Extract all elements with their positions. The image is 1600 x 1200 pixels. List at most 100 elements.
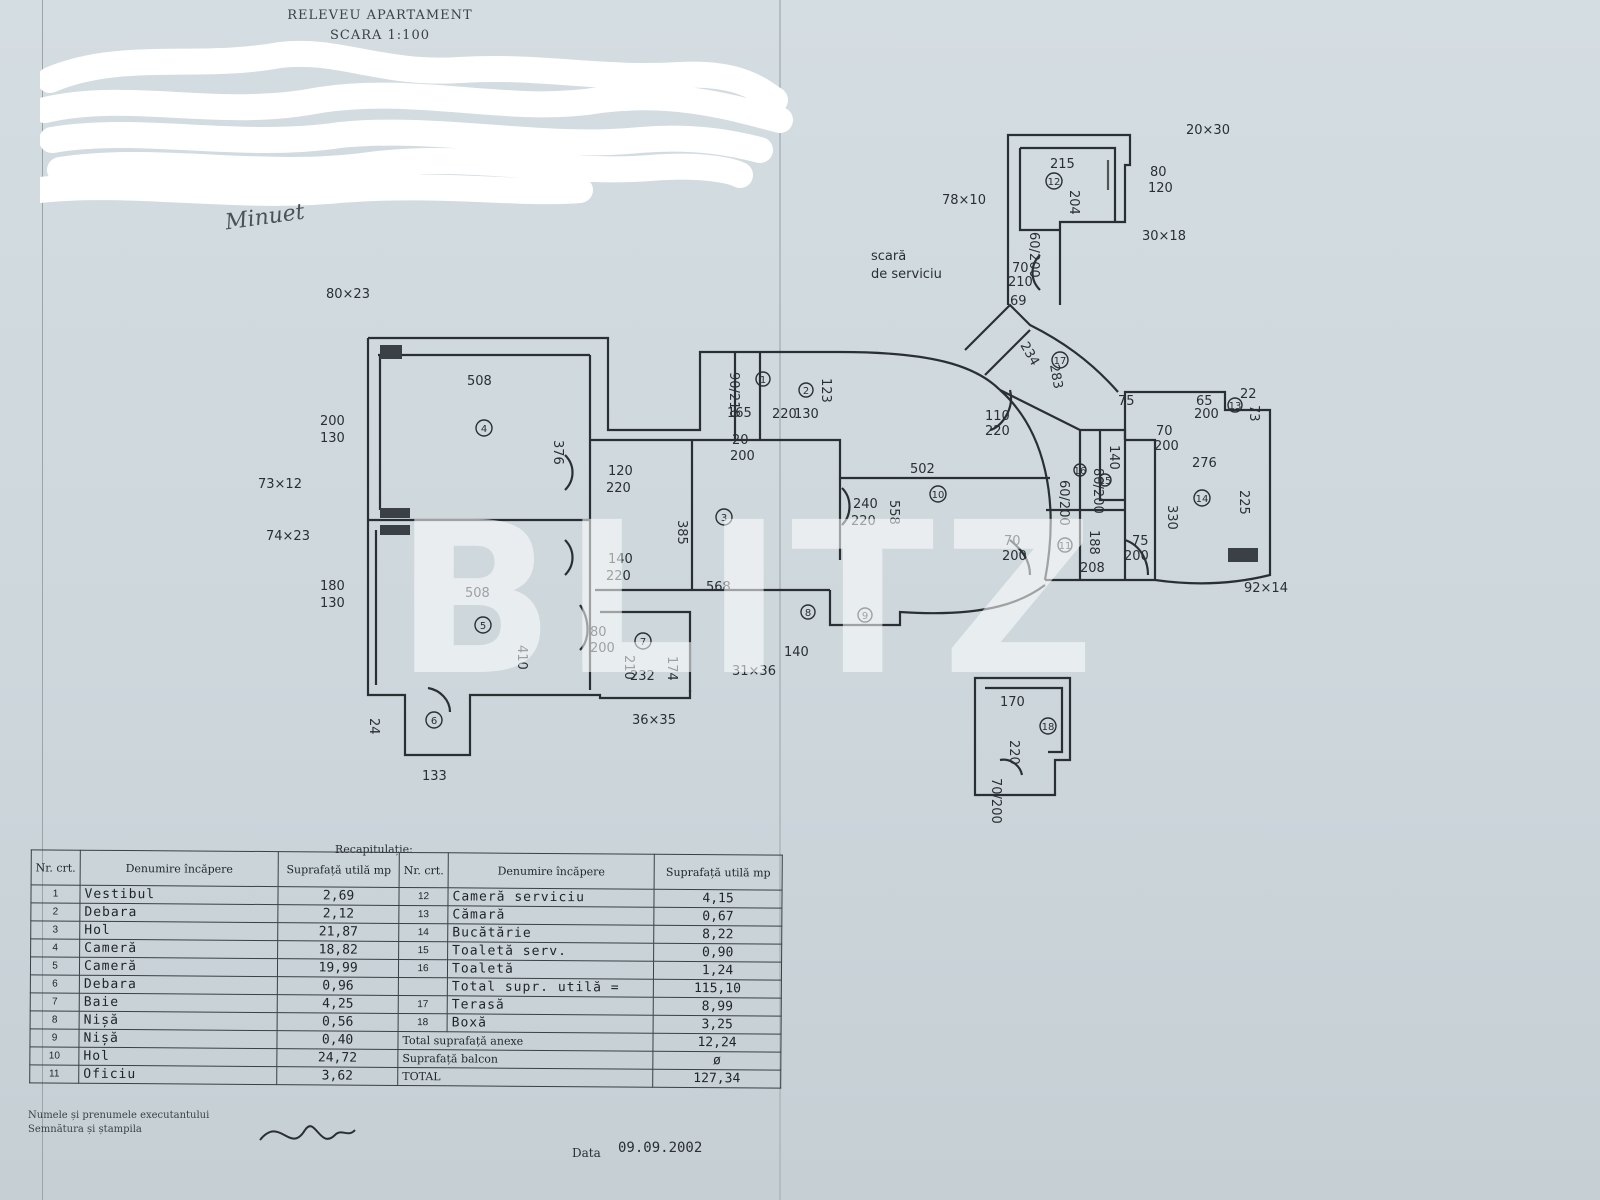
row-name: Cameră	[79, 957, 278, 977]
row-nr: 5	[30, 956, 80, 976]
svg-text:508: 508	[467, 374, 492, 389]
room-number-10: 10	[932, 490, 945, 501]
svg-text:74×23: 74×23	[266, 529, 310, 544]
svg-text:70/200: 70/200	[988, 778, 1003, 824]
row-nr: 17	[398, 995, 448, 1014]
row-nr: 16	[398, 959, 448, 978]
row-name: Oficiu	[78, 1065, 278, 1085]
svg-text:20×30: 20×30	[1186, 123, 1230, 138]
total-value: 127,34	[652, 1069, 781, 1089]
room-number-1: 1	[760, 375, 766, 386]
svg-text:80/200: 80/200	[1090, 468, 1105, 514]
row-area: 8,22	[653, 925, 782, 945]
total-value: ø	[652, 1051, 781, 1071]
svg-text:220: 220	[985, 424, 1010, 439]
total-value: 12,24	[653, 1033, 782, 1053]
row-nr	[398, 977, 448, 996]
room-number-6: 6	[431, 716, 437, 727]
row-nr: 1	[30, 884, 81, 904]
row-nr: 10	[29, 1046, 79, 1066]
room-number-5: 5	[480, 621, 486, 632]
room-number-4: 4	[481, 424, 487, 435]
svg-text:208: 208	[1080, 561, 1105, 576]
svg-text:210: 210	[1008, 275, 1033, 290]
col-name-2: Denumire încăpere	[448, 852, 655, 890]
row-name: Hol	[79, 921, 279, 941]
row-nr: 12	[398, 887, 449, 906]
svg-text:130: 130	[320, 596, 345, 611]
row-name: Boxă	[447, 1013, 654, 1034]
row-area: 0,40	[277, 1030, 399, 1050]
svg-text:410: 410	[514, 645, 529, 670]
svg-text:36×35: 36×35	[632, 713, 676, 728]
svg-text:200: 200	[1194, 407, 1219, 422]
svg-text:170: 170	[1000, 695, 1025, 710]
svg-text:75: 75	[1118, 394, 1135, 409]
row-nr: 18	[398, 1013, 448, 1032]
row-name: Debara	[79, 903, 279, 923]
svg-text:508: 508	[465, 586, 490, 601]
row-name: Vestibul	[79, 885, 279, 905]
svg-text:73: 73	[1246, 405, 1261, 422]
room-number-17: 17	[1054, 356, 1067, 367]
col-name: Denumire încăpere	[80, 850, 279, 887]
svg-text:180: 180	[320, 579, 345, 594]
room-number-2: 2	[803, 386, 809, 397]
room-number-15: 15	[1099, 476, 1112, 487]
executant-label: Numele și prenumele executantului	[28, 1110, 210, 1121]
room-number-11: 11	[1059, 541, 1072, 552]
row-nr: 8	[30, 1010, 80, 1030]
svg-text:165: 165	[727, 406, 752, 421]
row-name: Total supr. utilă =	[447, 977, 654, 998]
col-area: Suprafață utilă mp	[278, 851, 400, 888]
svg-text:110: 110	[985, 409, 1010, 424]
svg-text:234: 234	[1017, 340, 1042, 369]
row-name: Terasă	[447, 995, 654, 1016]
svg-text:75: 75	[1132, 534, 1149, 549]
svg-text:215: 215	[1050, 157, 1075, 172]
page-fold	[779, 0, 781, 1200]
svg-text:70: 70	[1156, 424, 1173, 439]
page-edge	[42, 0, 43, 1200]
row-name: Bucătărie	[447, 923, 654, 944]
svg-text:78×10: 78×10	[942, 193, 986, 208]
room-number-7: 7	[640, 637, 646, 648]
svg-text:376: 376	[550, 440, 565, 465]
svg-text:232: 232	[630, 669, 655, 684]
room-number-8: 8	[805, 608, 811, 619]
row-nr: 6	[30, 974, 80, 994]
row-area: 3,62	[276, 1066, 398, 1086]
row-area: 8,99	[653, 997, 782, 1017]
row-nr: 13	[398, 905, 448, 924]
svg-text:130: 130	[320, 431, 345, 446]
recap-header-row: Nr. crt. Denumire încăpere Suprafață uti…	[31, 849, 783, 891]
svg-text:60/200: 60/200	[1056, 480, 1071, 526]
svg-text:200: 200	[590, 641, 615, 656]
svg-text:330: 330	[1164, 505, 1179, 530]
svg-text:73×12: 73×12	[258, 477, 302, 492]
svg-text:69: 69	[1010, 294, 1027, 309]
row-area: 4,25	[277, 994, 399, 1014]
row-name: Nișă	[79, 1011, 278, 1031]
row-area: 19,99	[277, 958, 399, 978]
total-label: Suprafață balcon	[397, 1049, 654, 1070]
svg-text:123: 123	[818, 378, 833, 403]
row-area: 0,56	[277, 1012, 399, 1032]
svg-text:558: 558	[886, 500, 901, 525]
document-scale: SCARA 1:100	[329, 28, 430, 43]
date-label: Data	[572, 1146, 601, 1160]
row-nr: 11	[29, 1064, 79, 1084]
svg-text:120: 120	[1148, 181, 1173, 196]
redaction-scribble	[40, 40, 793, 206]
svg-text:200: 200	[1002, 549, 1027, 564]
row-area: 3,25	[653, 1015, 782, 1035]
svg-text:188: 188	[1086, 530, 1101, 555]
row-area: 2,12	[278, 904, 399, 924]
room-number-3: 3	[721, 513, 727, 524]
svg-text:80: 80	[590, 625, 607, 640]
svg-text:240: 240	[853, 497, 878, 512]
svg-text:140: 140	[1106, 445, 1121, 470]
row-area: 0,90	[653, 943, 782, 963]
svg-text:92×14: 92×14	[1244, 581, 1288, 596]
